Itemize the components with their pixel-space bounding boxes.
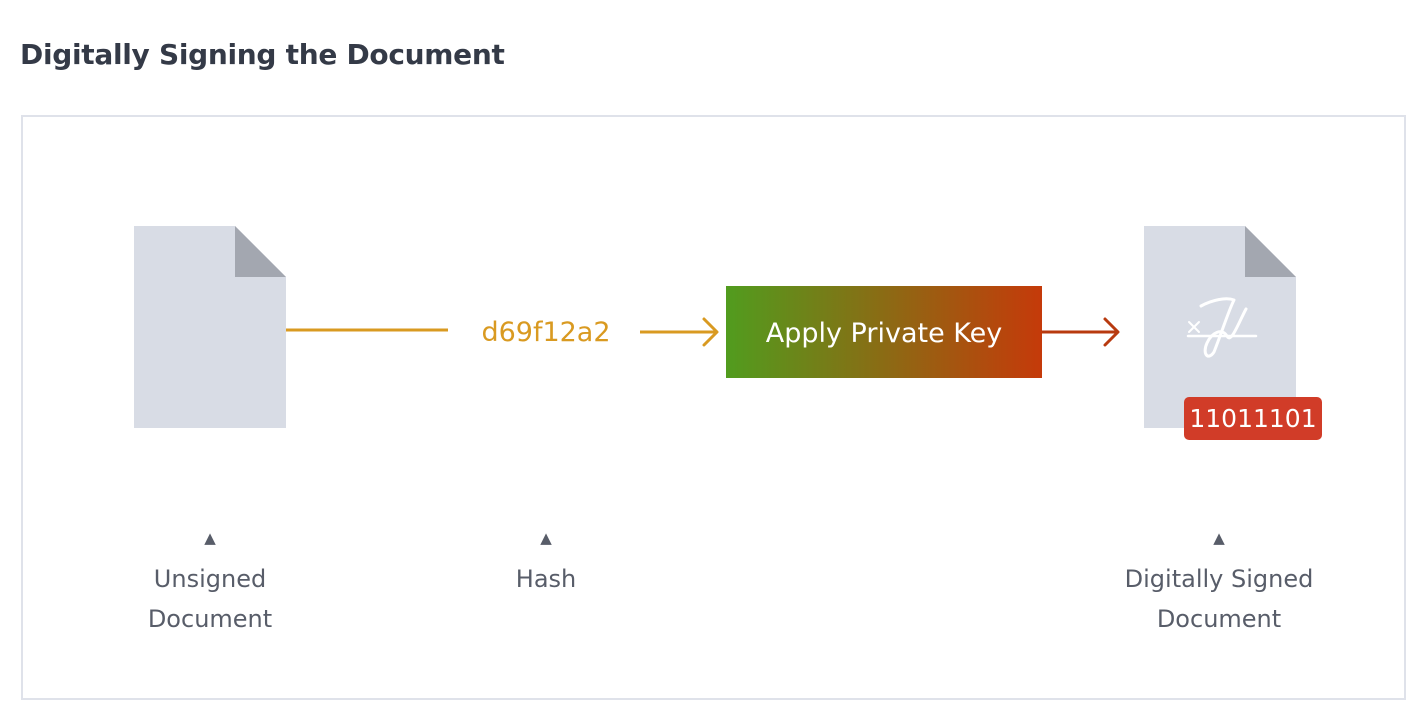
key-to-signed-arrow <box>1042 317 1120 347</box>
signed-document-icon <box>1144 226 1296 428</box>
page-title: Digitally Signing the Document <box>20 38 505 71</box>
hash-caption: ▲ Hash <box>446 529 646 599</box>
hash-value: d69f12a2 <box>481 317 610 348</box>
hash-to-key-arrow <box>640 317 719 347</box>
pointer-up-icon: ▲ <box>1213 529 1225 547</box>
unsigned-caption-line2: Document <box>147 605 273 633</box>
signed-caption-line2: Document <box>1156 605 1282 633</box>
unsigned-document-caption: ▲ Unsigned Document <box>110 529 310 639</box>
unsigned-document-icon <box>134 226 286 428</box>
pointer-up-icon: ▲ <box>204 529 216 547</box>
unsigned-caption-line1: Unsigned <box>153 565 267 593</box>
signature-icon <box>1186 297 1258 358</box>
signed-caption-line1: Digitally Signed <box>1124 565 1314 593</box>
apply-private-key-label: Apply Private Key <box>766 318 1002 349</box>
pointer-up-icon: ▲ <box>540 529 552 547</box>
signed-document-caption: ▲ Digitally Signed Document <box>1094 529 1344 639</box>
diagram-frame <box>21 115 1406 700</box>
apply-private-key-box: Apply Private Key <box>726 286 1042 378</box>
signature-badge-text: 11011101 <box>1189 404 1316 433</box>
hash-caption-label: Hash <box>515 565 577 593</box>
signature-badge: 11011101 <box>1184 397 1322 440</box>
